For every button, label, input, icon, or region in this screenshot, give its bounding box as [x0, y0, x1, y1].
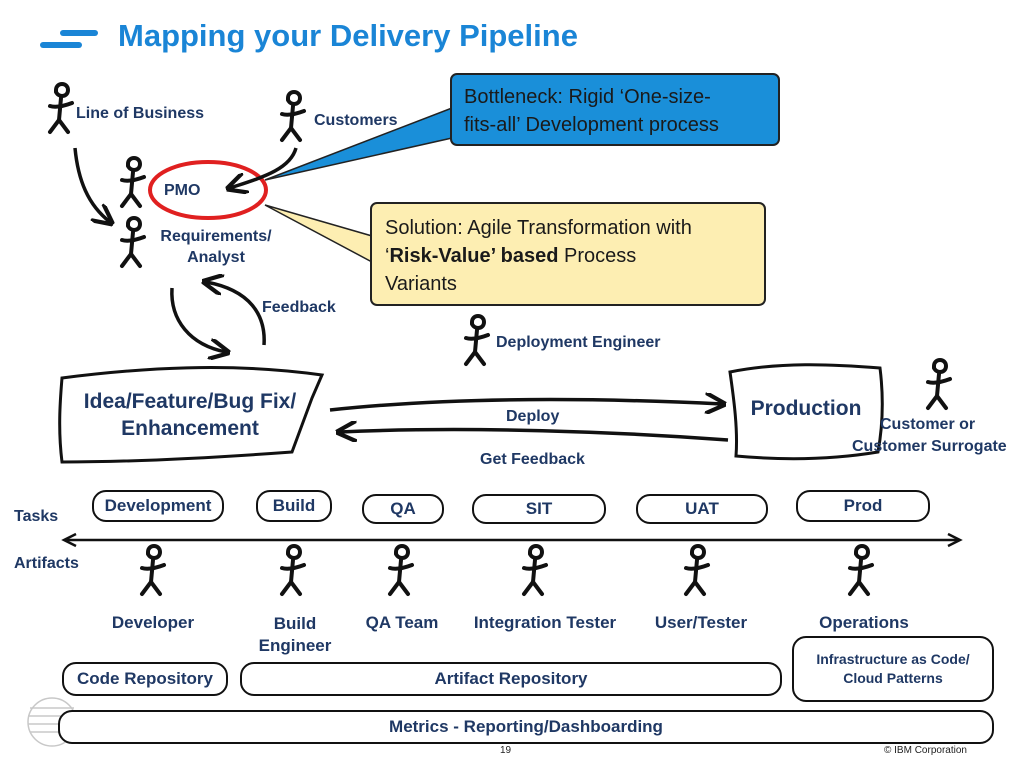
stick-figure-pmo — [120, 156, 146, 208]
solution-bold: Risk-Value’ based — [389, 245, 559, 267]
pmo-highlight-circle — [148, 160, 268, 220]
infrastructure-as-code: Infrastructure as Code/ Cloud Patterns — [792, 636, 994, 702]
production-box: Production — [750, 397, 862, 420]
artifact-repository: Artifact Repository — [240, 662, 782, 696]
label-customer-line1: Customer or — [880, 416, 976, 433]
stick-figure-deployment-engineer — [464, 314, 490, 366]
logo-bar-top — [60, 30, 98, 36]
label-customer-surrogate: Customer or Customer Surrogate — [852, 416, 1024, 456]
solution-line3: Variants — [385, 273, 457, 295]
solution-callout: Solution: Agile Transformation with ‘Ris… — [370, 202, 766, 306]
arrow-get-feedback — [340, 430, 729, 440]
stick-figure-developer — [140, 544, 166, 596]
label-feedback: Feedback — [262, 299, 336, 316]
label-user-tester: User/Tester — [654, 613, 748, 632]
task-prod: Prod — [796, 490, 930, 522]
arrow-lob-to-requirements — [73, 147, 110, 222]
stick-figure-integration-tester — [522, 544, 548, 596]
label-requirements-analyst: Requirements/ Analyst — [146, 228, 286, 267]
task-development: Development — [92, 490, 224, 522]
label-requirements-line2: Analyst — [187, 249, 245, 266]
label-artifacts: Artifacts — [14, 555, 79, 572]
logo-bar-bottom — [40, 42, 82, 48]
code-repository: Code Repository — [62, 662, 228, 696]
label-deploy: Deploy — [506, 408, 560, 425]
stick-figure-user-tester — [684, 544, 710, 596]
idea-box: Idea/Feature/Bug Fix/ Enhancement — [62, 388, 318, 442]
idea-line2: Enhancement — [121, 417, 259, 440]
timeline-arrow-right — [947, 532, 963, 548]
stick-figure-customers — [280, 90, 306, 142]
stick-figure-qa-team — [388, 544, 414, 596]
arrow-deploy — [329, 399, 722, 410]
page-number: 19 — [500, 745, 512, 756]
solution-line1: Solution: Agile Transformation with — [385, 217, 692, 239]
label-tasks: Tasks — [14, 508, 59, 525]
stick-figure-line-of-business — [48, 82, 74, 134]
metrics-dashboarding: Metrics - Reporting/Dashboarding — [58, 710, 994, 744]
stick-figure-build-engineer — [280, 544, 306, 596]
arrow-feedback — [206, 282, 266, 346]
solution-prefix: ‘ — [385, 245, 390, 267]
arrow-requirements-to-idea — [170, 287, 226, 352]
bottleneck-callout: Bottleneck: Rigid ‘One-size- fits-all’ D… — [450, 73, 780, 146]
label-build-line2: Engineer — [258, 636, 332, 655]
timeline-arrow-left — [61, 532, 77, 548]
idea-line1: Idea/Feature/Bug Fix/ — [83, 390, 297, 413]
label-requirements-line1: Requirements/ — [160, 228, 272, 245]
label-customer-line2: Customer Surrogate — [852, 438, 1007, 455]
label-line-of-business: Line of Business — [76, 105, 205, 122]
label-integration-tester: Integration Tester — [473, 613, 617, 632]
label-build-line1: Build — [273, 614, 317, 633]
label-developer: Developer — [111, 613, 195, 632]
arrow-customers-to-pmo — [230, 147, 298, 188]
slide-title: Mapping your Delivery Pipeline — [118, 18, 578, 53]
infra-line1: Infrastructure as Code/ — [816, 651, 970, 667]
bottleneck-line1: Bottleneck: Rigid ‘One-size- — [464, 86, 711, 108]
stick-figure-customer — [926, 358, 952, 410]
production-box-outline — [728, 363, 884, 461]
task-sit: SIT — [472, 494, 606, 524]
label-deployment-engineer: Deployment Engineer — [496, 334, 661, 351]
label-pmo: PMO — [164, 182, 201, 199]
label-operations: Operations — [819, 613, 909, 632]
label-build-engineer: Build Engineer — [246, 613, 344, 657]
label-get-feedback: Get Feedback — [480, 451, 585, 468]
task-qa: QA — [362, 494, 444, 524]
bottleneck-line2: fits-all’ Development process — [464, 114, 719, 136]
label-qa-team: QA Team — [365, 613, 439, 632]
solution-line2: ‘Risk-Value’ based Process — [385, 242, 764, 270]
stick-figure-requirements — [120, 216, 146, 268]
solution-suffix: Process — [558, 245, 637, 267]
infra-line2: Cloud Patterns — [843, 670, 943, 686]
stick-figure-operations — [848, 544, 874, 596]
label-customers: Customers — [314, 112, 398, 129]
copyright: © IBM Corporation — [884, 745, 967, 756]
task-build: Build — [256, 490, 332, 522]
idea-box-outline — [58, 366, 325, 464]
task-uat: UAT — [636, 494, 768, 524]
